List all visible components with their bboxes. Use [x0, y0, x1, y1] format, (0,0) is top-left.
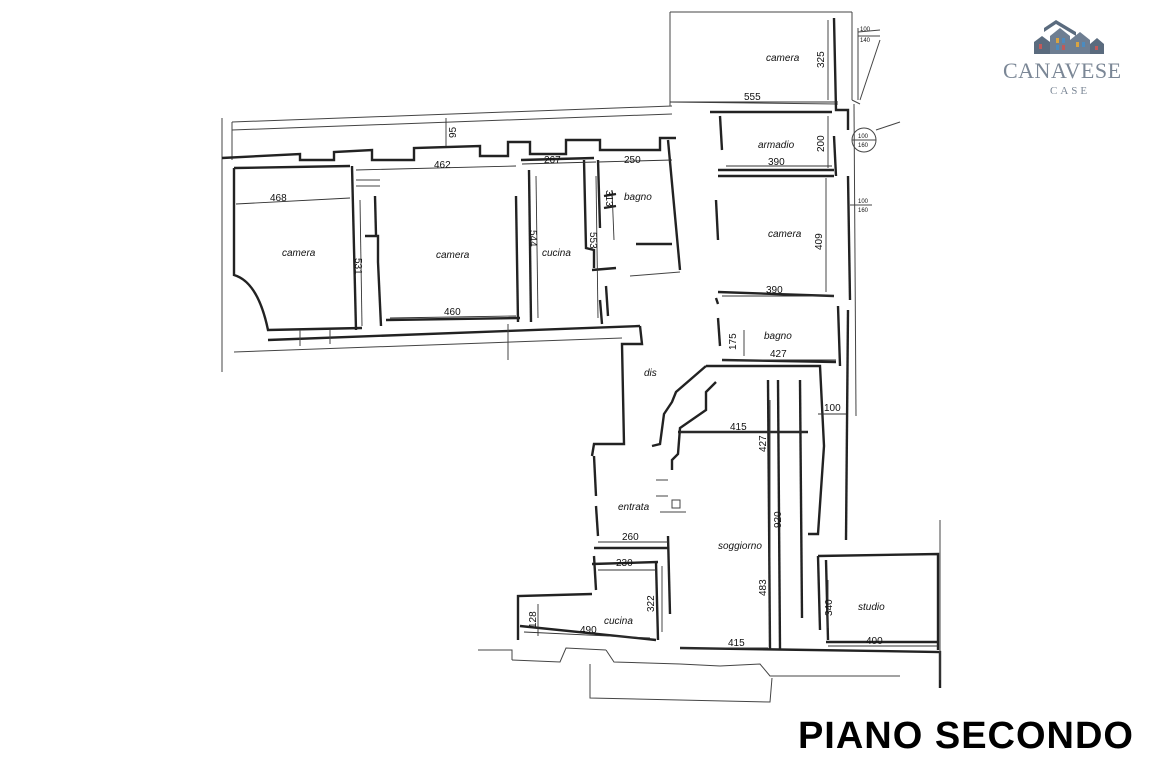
room-label-cucina-top: cucina — [542, 248, 571, 259]
dim-label: 267 — [544, 155, 561, 166]
logo-sub: CASE — [1050, 85, 1090, 97]
room-labels: camera armadio camera bagno camera camer… — [282, 53, 885, 627]
window-note-bottom-2: 160 — [858, 143, 869, 149]
room-label-camera-mid: camera — [436, 250, 470, 261]
lower-core — [478, 325, 942, 703]
upper-left-wing — [221, 105, 682, 372]
room-label-bagno-right: bagno — [764, 331, 792, 342]
dim-label: 390 — [766, 285, 783, 296]
window-note-bottom-1: 140 — [860, 38, 871, 44]
dim-label: 95 — [448, 126, 459, 138]
dim-label: 462 — [434, 160, 451, 171]
dim-label: 555 — [744, 92, 761, 103]
dim-label: 531 — [352, 258, 363, 275]
dim-label: 544 — [527, 230, 538, 247]
dim-label: 250 — [624, 155, 641, 166]
dim-label: 313 — [603, 190, 614, 207]
room-label-entrata: entrata — [618, 502, 650, 513]
logo-name: CANAVESE — [1003, 58, 1122, 83]
dim-label: 415 — [728, 638, 745, 649]
room-label-bagno-top: bagno — [624, 192, 652, 203]
dim-label: 340 — [824, 599, 835, 616]
dim-label: 390 — [768, 157, 785, 168]
room-label-dis: dis — [644, 368, 657, 379]
room-label-camera-left: camera — [282, 248, 316, 259]
dim-label: 490 — [580, 625, 597, 636]
dim-label: 427 — [758, 435, 769, 452]
dim-label: 325 — [816, 51, 827, 68]
window-note-top-3: 100 — [858, 199, 869, 205]
room-label-studio: studio — [858, 602, 885, 613]
room-label-armadio: armadio — [758, 140, 795, 151]
dim-label: 200 — [816, 135, 827, 152]
window-note-top-2: 100 — [858, 134, 869, 140]
dim-label: 400 — [866, 636, 883, 647]
room-label-camera-top: camera — [766, 53, 800, 64]
dim-label: 100 — [824, 403, 841, 414]
dim-label: 415 — [730, 422, 747, 433]
dim-label: 460 — [444, 307, 461, 318]
dim-label: 128 — [528, 611, 539, 628]
window-note-top-1: 100 — [860, 27, 871, 33]
dim-label: 468 — [270, 193, 287, 204]
dim-label: 175 — [728, 333, 739, 350]
dim-label: 409 — [814, 233, 825, 250]
dim-label: 483 — [758, 579, 769, 596]
dim-label: 260 — [622, 532, 639, 543]
logo: CANAVESE CASE — [1003, 20, 1122, 97]
right-wing — [669, 11, 861, 541]
dim-label: 322 — [646, 595, 657, 612]
window-note-bottom-3: 160 — [858, 208, 869, 214]
room-label-cucina-bottom: cucina — [604, 616, 633, 627]
dim-label: 427 — [770, 349, 787, 360]
dimension-labels: 325 555 200 390 409 390 175 427 100 95 4… — [270, 51, 883, 649]
dim-label: 920 — [773, 511, 784, 528]
room-label-camera-right: camera — [768, 229, 802, 240]
floor-title: PIANO SECONDO — [797, 715, 1134, 757]
dimension-lines — [235, 20, 938, 649]
houses-logo-icon — [1034, 20, 1104, 54]
room-label-soggiorno: soggiorno — [718, 541, 762, 552]
window-notes: 100 140 100 160 100 160 — [850, 27, 901, 214]
dim-label: 230 — [616, 558, 633, 569]
dim-label: 553 — [587, 232, 598, 249]
